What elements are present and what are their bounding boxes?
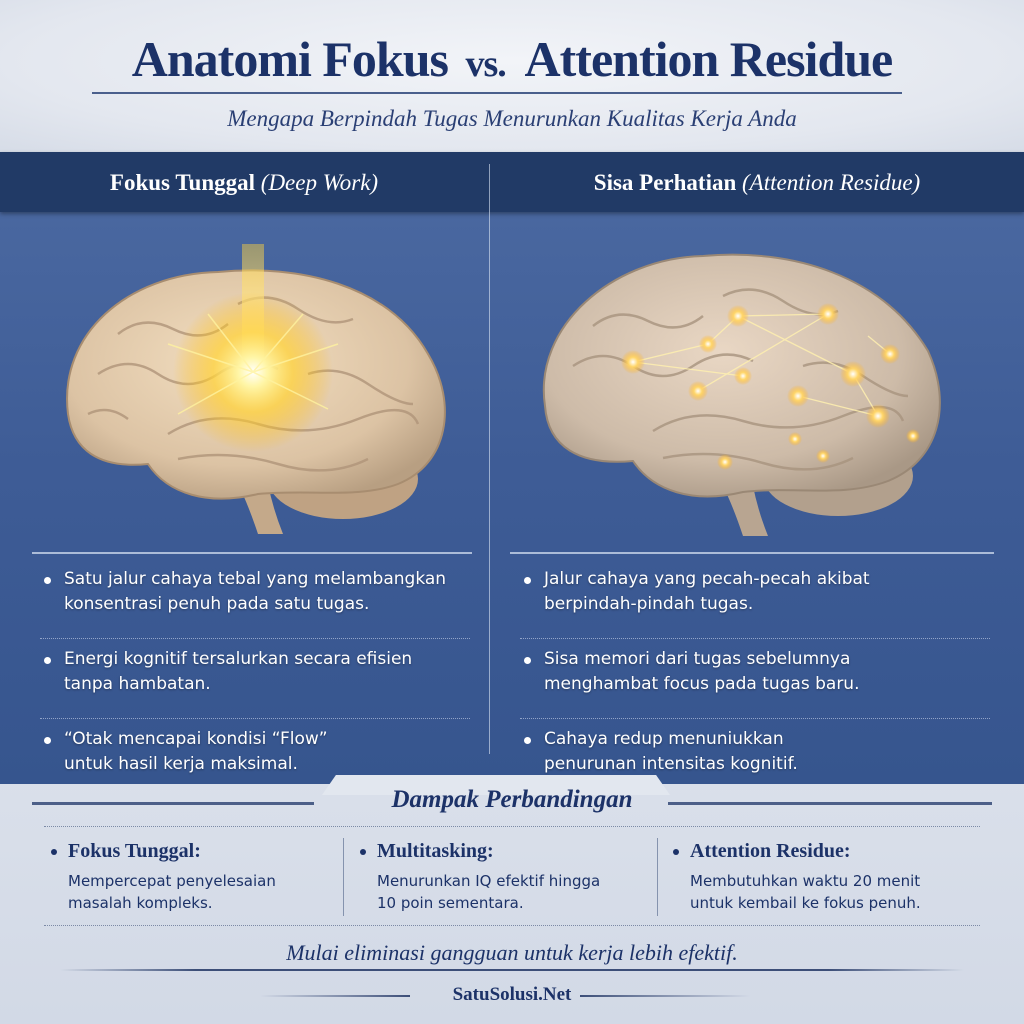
- column-title-text: Fokus Tunggal: [109, 170, 256, 195]
- brain-scattered-sparks-icon: [542, 253, 941, 536]
- image-divider-left: [32, 552, 472, 554]
- bullet-text: menghambat focus pada tugas baru.: [544, 674, 860, 694]
- bullet-text: Cahaya redup menuniukkan: [544, 729, 784, 749]
- bullet-text: untuk hasil kerja maksimal.: [64, 754, 298, 774]
- bullet-text: Sisa memori dari tugas sebelumnya: [544, 649, 851, 669]
- list-item: Sisa memori dari tugas sebelumnya mengha…: [520, 647, 990, 719]
- column-title-attention-residue: Sisa Perhatian (Attention Residue): [490, 170, 1024, 196]
- impact-item-single-focus: Fokus Tunggal: Mempercepat penyelesaian …: [48, 840, 338, 914]
- title-part-residue: Attention Residue: [524, 31, 894, 87]
- impact-desc-line: masalah kompleks.: [68, 894, 213, 912]
- attention-residue-bullet-list: Jalur cahaya yang pecah-pecah akibat ber…: [520, 567, 990, 799]
- column-title-italic: (Deep Work): [260, 170, 379, 195]
- column-divider: [489, 164, 490, 754]
- bullet-text: “Otak mencapai kondisi “Flow”: [64, 729, 328, 749]
- impact-bottom-divider: [44, 925, 980, 926]
- page-title: Anatomi Fokus vs. Attention Residue: [0, 30, 1024, 88]
- title-vs: vs.: [465, 43, 506, 85]
- impact-item-description: Membutuhkan waktu 20 menit untuk kembail…: [670, 870, 1000, 914]
- impact-item-heading: Fokus Tunggal:: [48, 840, 338, 863]
- column-title-text: Sisa Perhatian: [593, 170, 737, 195]
- impact-item-description: Menurunkan IQ efektif hingga 10 poin sem…: [357, 870, 647, 914]
- brain-single-beam-icon: [66, 244, 446, 534]
- impact-desc-line: Menurunkan IQ efektif hingga: [377, 872, 601, 890]
- impact-rule-left: [32, 802, 314, 805]
- impact-item-description: Mempercepat penyelesaian masalah komplek…: [48, 870, 338, 914]
- call-to-action: Mulai eliminasi gangguan untuk kerja leb…: [286, 940, 738, 965]
- panel-header: Fokus Tunggal (Deep Work) Sisa Perhatian…: [0, 152, 1024, 212]
- column-title-deep-work: Fokus Tunggal (Deep Work): [0, 170, 488, 196]
- page-subtitle: Mengapa Berpindah Tugas Menurunkan Kuali…: [227, 106, 797, 131]
- impact-desc-line: 10 poin sementara.: [377, 894, 524, 912]
- impact-item-heading: Attention Residue:: [670, 840, 1000, 863]
- impact-item-multitasking: Multitasking: Menurunkan IQ efektif hing…: [357, 840, 647, 914]
- column-title-italic: (Attention Residue): [742, 170, 921, 195]
- bullet-text: Jalur cahaya yang pecah-pecah akibat: [544, 569, 870, 589]
- brand-rule-left: [260, 995, 410, 997]
- impact-item-attention-residue: Attention Residue: Membutuhkan waktu 20 …: [670, 840, 1000, 914]
- bullet-text: penurunan intensitas kognitif.: [544, 754, 798, 774]
- bullet-text: Energi kognitif tersalurkan secara efisi…: [64, 649, 413, 669]
- impact-section-tab: [322, 775, 670, 795]
- brand-name: SatuSolusi.Net: [452, 984, 572, 1005]
- list-item: Cahaya redup menuniukkan penurunan inten…: [520, 727, 990, 799]
- impact-desc-line: Membutuhkan waktu 20 menit: [690, 872, 921, 890]
- list-item: Jalur cahaya yang pecah-pecah akibat ber…: [520, 567, 990, 639]
- impact-divider: [343, 838, 344, 916]
- title-part-focus: Anatomi Fokus: [131, 31, 449, 87]
- impact-section-title: Dampak Perbandingan: [391, 786, 633, 813]
- bullet-text: berpindah-pindah tugas.: [544, 594, 754, 614]
- impact-divider: [657, 838, 658, 916]
- image-divider-right: [510, 552, 994, 554]
- title-divider: [92, 92, 902, 94]
- cta-divider: [60, 969, 964, 971]
- bullet-text: konsentrasi penuh pada satu tugas.: [64, 594, 370, 614]
- deep-work-bullet-list: Satu jalur cahaya tebal yang melambangka…: [40, 567, 470, 799]
- impact-item-heading: Multitasking:: [357, 840, 647, 863]
- header: Anatomi Fokus vs. Attention Residue Meng…: [0, 0, 1024, 152]
- impact-rule-right: [668, 802, 992, 805]
- impact-desc-line: Mempercepat penyelesaian: [68, 872, 276, 890]
- list-item: “Otak mencapai kondisi “Flow” untuk hasi…: [40, 727, 470, 799]
- bullet-text: Satu jalur cahaya tebal yang melambangka…: [64, 569, 447, 589]
- impact-desc-line: untuk kembail ke fokus penuh.: [690, 894, 921, 912]
- list-item: Satu jalur cahaya tebal yang melambangka…: [40, 567, 470, 639]
- list-item: Energi kognitif tersalurkan secara efisi…: [40, 647, 470, 719]
- bullet-text: tanpa hambatan.: [64, 674, 211, 694]
- brand-rule-right: [580, 995, 750, 997]
- comparison-panel: Fokus Tunggal (Deep Work) Sisa Perhatian…: [0, 152, 1024, 784]
- impact-top-divider: [44, 826, 980, 827]
